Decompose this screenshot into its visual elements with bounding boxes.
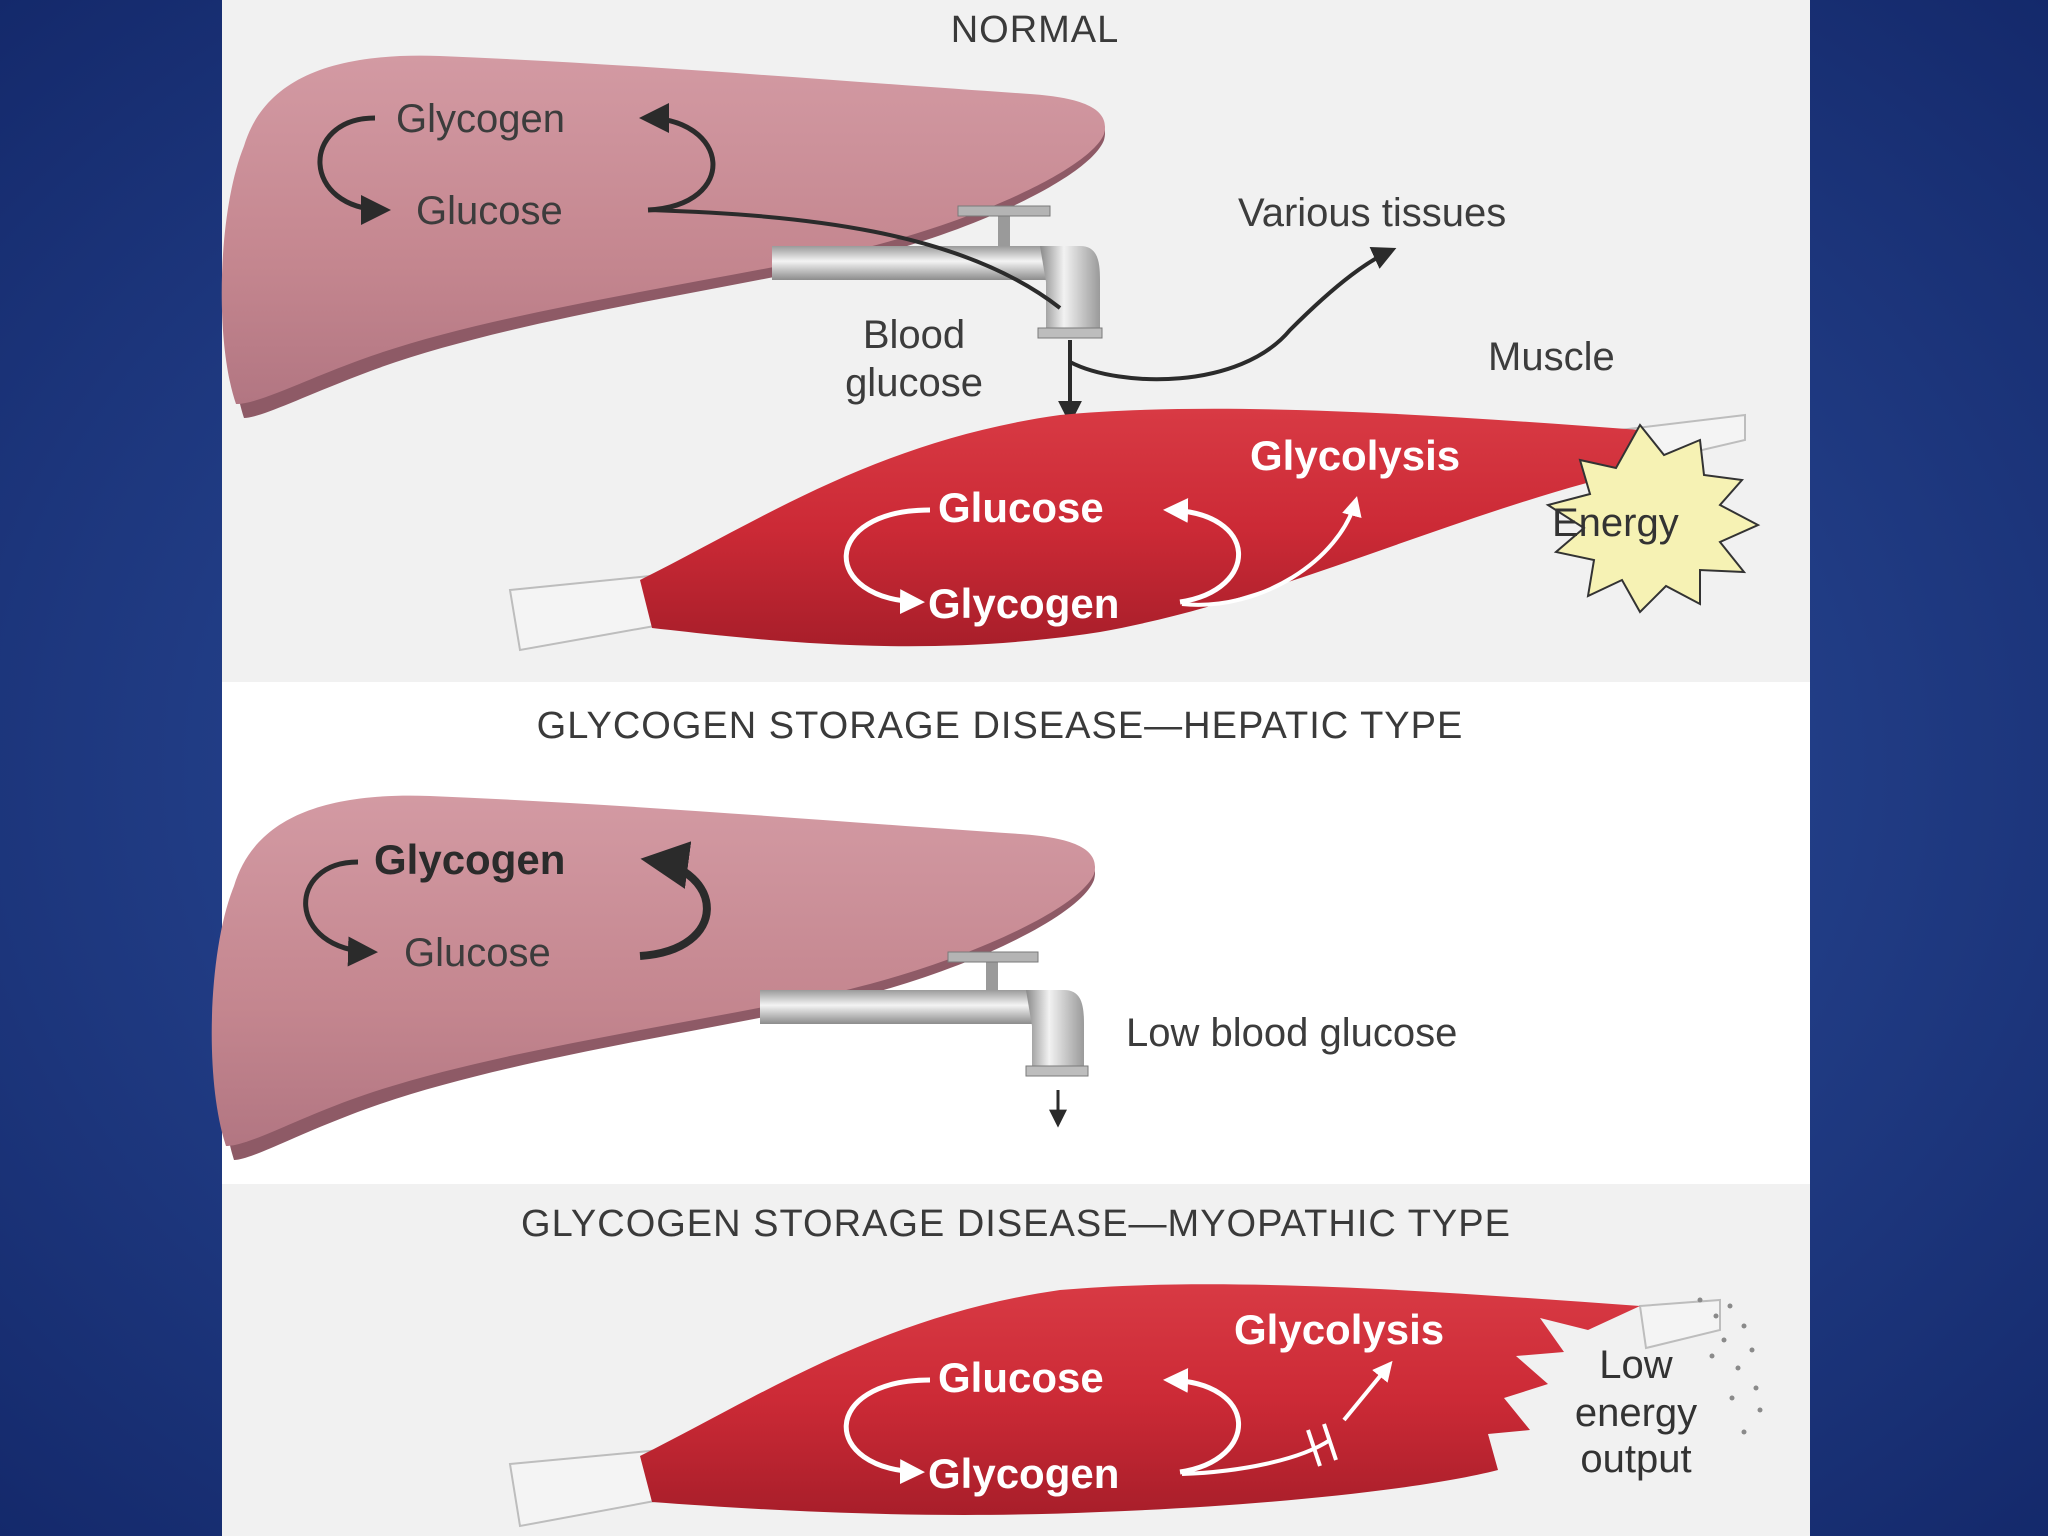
blood-glucose-label-line2: glucose (845, 361, 983, 405)
muscle-myopathic (508, 1284, 1721, 1528)
myopathic-heading: GLYCOGEN STORAGE DISEASE—MYOPATHIC TYPE (521, 1203, 1511, 1245)
normal-heading: NORMAL (951, 9, 1120, 51)
hepatic-heading: GLYCOGEN STORAGE DISEASE—HEPATIC TYPE (537, 705, 1464, 747)
blocked-pathway-icon (1306, 1423, 1338, 1467)
low-energy-label-line2: energy (1575, 1391, 1697, 1435)
normal-muscle-glycogen-label: Glycogen (928, 580, 1119, 627)
low-energy-label-line3: output (1580, 1437, 1691, 1481)
myopathic-glycolysis-label: Glycolysis (1234, 1306, 1444, 1353)
liver-normal (221, 55, 1106, 418)
liver-hepatic (211, 795, 1096, 1160)
energy-burst-icon (1545, 423, 1761, 614)
blood-glucose-label-line1: Blood (863, 313, 965, 357)
normal-glycolysis-label: Glycolysis (1250, 432, 1460, 479)
low-energy-label-line1: Low (1599, 1343, 1672, 1387)
low-blood-glucose-label: Low blood glucose (1126, 1011, 1457, 1055)
faucet-normal-icon (772, 205, 1103, 339)
myopathic-muscle-glucose-label: Glucose (938, 1354, 1104, 1401)
muscle-normal (508, 408, 1746, 652)
normal-liver-glucose-label: Glucose (416, 189, 563, 233)
normal-muscle-glucose-label: Glucose (938, 484, 1104, 531)
myopathic-muscle-glycogen-label: Glycogen (928, 1450, 1119, 1497)
hepatic-liver-glucose-label: Glucose (404, 931, 551, 975)
hepatic-liver-glycogen-label: Glycogen (374, 836, 565, 883)
dispersed-energy-dots-icon (1697, 1297, 1763, 1435)
various-tissues-label: Various tissues (1238, 191, 1506, 235)
normal-liver-glycogen-label: Glycogen (396, 97, 565, 141)
faucet-hepatic-icon (760, 951, 1089, 1077)
energy-label: Energy (1552, 501, 1679, 545)
muscle-label: Muscle (1488, 335, 1615, 379)
